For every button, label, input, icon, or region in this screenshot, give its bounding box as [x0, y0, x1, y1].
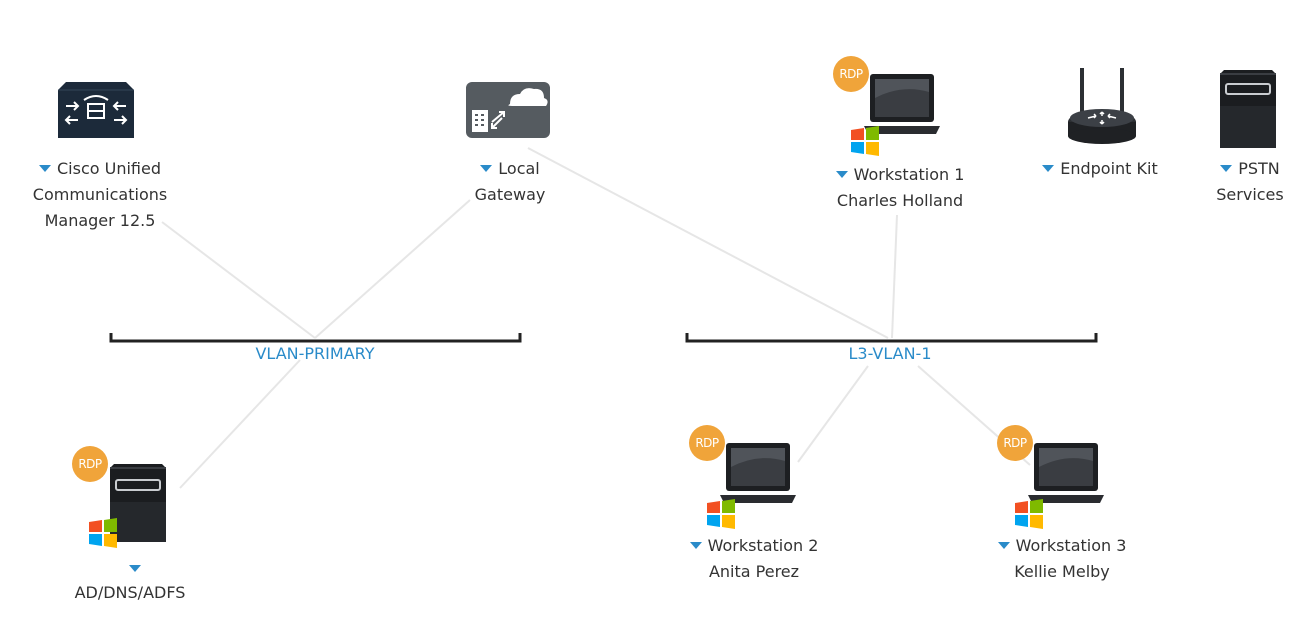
ad-dns-adfs-node[interactable]: RDP AD/DNS/ADFS: [40, 440, 220, 610]
l3-vlan-label[interactable]: L3-VLAN-1: [848, 344, 932, 363]
cucm-label-1: Cisco Unified: [57, 159, 161, 178]
ws1-label-1: Workstation 1: [853, 165, 965, 184]
router-icon: [1068, 68, 1136, 144]
chevron-down-icon[interactable]: [480, 165, 493, 172]
pstn-label-1: PSTN: [1238, 159, 1280, 178]
chevron-down-icon[interactable]: [1042, 165, 1055, 172]
vlan-primary-bar: [109, 333, 522, 343]
ws3-label-1: Workstation 3: [1015, 536, 1127, 555]
chevron-down-icon[interactable]: [39, 165, 51, 172]
gateway-node[interactable]: Local Gateway: [440, 80, 580, 210]
ws1-label-2: Charles Holland: [836, 191, 964, 210]
rdp-badge[interactable]: RDP: [833, 56, 869, 92]
chevron-down-icon[interactable]: [1220, 165, 1233, 172]
laptop-icon: [720, 443, 796, 503]
link-ad-vlan-primary: [179, 359, 301, 489]
ws3-label-2: Kellie Melby: [1014, 562, 1110, 581]
l3-vlan-bar: [685, 333, 1098, 343]
link-ws2-l3-vlan: [797, 365, 869, 463]
rdp-badge[interactable]: RDP: [997, 425, 1033, 461]
laptop-icon: [864, 74, 940, 134]
rdp-badge[interactable]: RDP: [689, 425, 725, 461]
call-manager-icon: [58, 82, 134, 138]
link-cucm-vlan-primary: [161, 221, 316, 339]
server-icon: [110, 464, 166, 542]
windows-logo-icon: [1015, 499, 1043, 529]
windows-logo-icon: [89, 518, 117, 548]
server-icon: [1220, 70, 1276, 148]
windows-logo-icon: [707, 499, 735, 529]
chevron-down-icon[interactable]: [997, 542, 1010, 549]
gateway-label-1: Local: [498, 159, 540, 178]
workstation-2-node[interactable]: RDP Workstation 2 Anita Perez: [676, 425, 836, 585]
cucm-label-3: Manager 12.5: [44, 211, 156, 230]
pstn-label-2: Services: [1216, 185, 1284, 204]
gateway-label-2: Gateway: [474, 185, 546, 204]
cucm-node[interactable]: Cisco Unified Communications Manager 12.…: [30, 80, 170, 240]
link-gateway-l3-vlan: [527, 147, 889, 339]
ws2-label-1: Workstation 2: [707, 536, 819, 555]
chevron-down-icon[interactable]: [129, 565, 141, 572]
workstation-3-node[interactable]: RDP Workstation 3 Kellie Melby: [984, 425, 1144, 585]
ws2-label-2: Anita Perez: [708, 562, 800, 581]
rdp-badge[interactable]: RDP: [72, 446, 108, 482]
chevron-down-icon[interactable]: [835, 171, 848, 178]
windows-logo-icon: [851, 126, 879, 156]
endpoint-label-1: Endpoint Kit: [1060, 159, 1158, 178]
laptop-icon: [1028, 443, 1104, 503]
link-gateway-vlan-primary: [314, 199, 471, 339]
link-ws1-l3-vlan: [891, 214, 898, 339]
ad-label-1: AD/DNS/ADFS: [74, 583, 186, 602]
chevron-down-icon[interactable]: [689, 542, 702, 549]
gateway-icon: [466, 82, 550, 138]
endpoint-kit-node[interactable]: Endpoint Kit: [1040, 68, 1160, 188]
workstation-1-node[interactable]: RDP Workstation 1 Charles Holland: [820, 56, 980, 216]
pstn-node[interactable]: PSTN Services: [1200, 70, 1300, 210]
vlan-primary-label[interactable]: VLAN-PRIMARY: [255, 344, 375, 363]
cucm-label-2: Communications: [32, 185, 168, 204]
